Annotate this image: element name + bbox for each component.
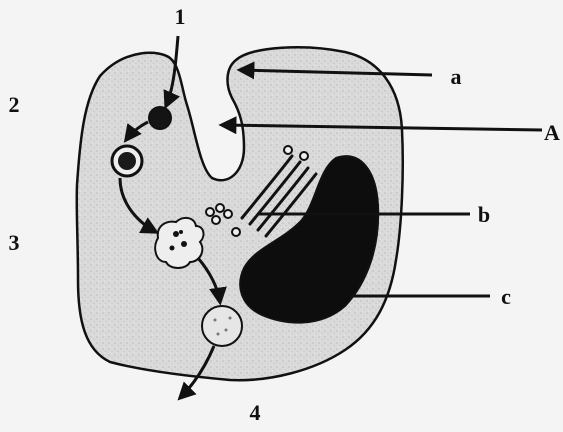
- phagolysosome-particle: [181, 241, 187, 247]
- label-step-2: 2: [9, 92, 20, 117]
- label-step-4: 4: [250, 400, 261, 425]
- label-step-1: 1: [175, 4, 186, 29]
- residual-body-speck: [217, 333, 220, 336]
- phagolysosome-particle: [170, 246, 175, 251]
- phagolysosome-particle: [173, 231, 179, 237]
- residual-body-speck: [214, 319, 217, 322]
- label-a: a: [451, 64, 462, 89]
- residual-body-speck: [225, 329, 228, 332]
- label-step-3: 3: [9, 230, 20, 255]
- endocytic-vesicle: [149, 107, 171, 129]
- phagolysosome: [155, 218, 203, 268]
- label-A: A: [544, 120, 560, 145]
- label-c: c: [501, 284, 511, 309]
- early-endosome-core: [118, 152, 136, 170]
- residual-body: [202, 306, 242, 346]
- label-b: b: [478, 202, 490, 227]
- phagolysosome-particle: [179, 230, 183, 234]
- residual-body-speck: [229, 317, 232, 320]
